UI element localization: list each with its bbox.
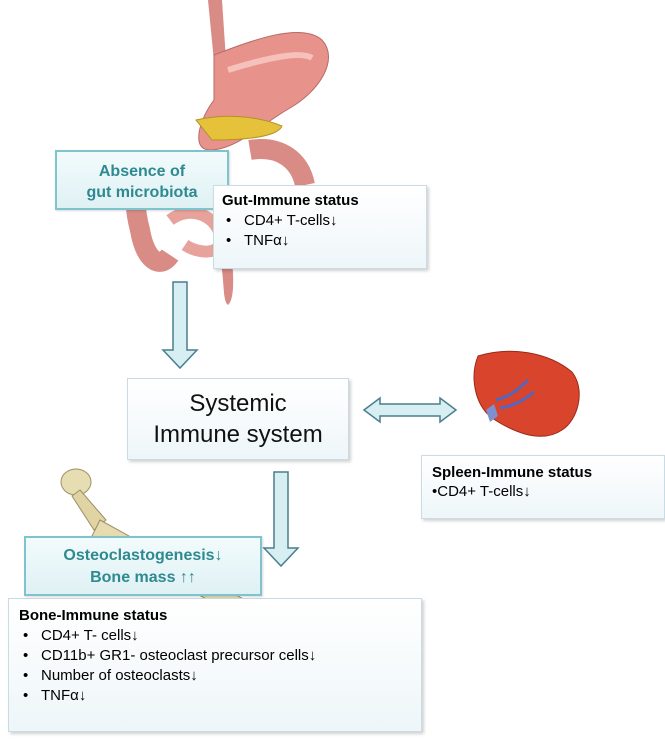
gut-immune-status-title: Gut-Immune status — [222, 192, 359, 209]
gut-microbiota-line2: gut microbiota — [86, 184, 198, 201]
list-item: CD4+ T-cells↓ — [222, 211, 418, 231]
gut-immune-status-list: CD4+ T-cells↓ TNFα↓ — [222, 211, 418, 251]
bone-mass-text: Bone mass ↑↑ — [90, 569, 196, 586]
list-item: TNFα↓ — [19, 686, 411, 706]
bone-immune-status-title: Bone-Immune status — [19, 607, 168, 624]
systemic-line1: Systemic — [189, 390, 287, 417]
list-item: CD4+ T- cells↓ — [19, 626, 411, 646]
list-item: Number of osteoclasts↓ — [19, 666, 411, 686]
gut-immune-status-box: Gut-Immune status CD4+ T-cells↓ TNFα↓ — [213, 185, 427, 269]
arrow-systemic-spleen — [362, 396, 458, 424]
spleen-immune-status-title: Spleen-Immune status — [432, 464, 593, 481]
gut-microbiota-line1: Absence of — [98, 163, 186, 180]
spleen-immune-status-box: Spleen-Immune status •CD4+ T-cells↓ — [421, 455, 665, 519]
bone-immune-status-box: Bone-Immune status CD4+ T- cells↓ CD11b+… — [8, 598, 422, 732]
list-item: TNFα↓ — [222, 231, 418, 251]
gut-microbiota-box: Absence of gut microbiota — [55, 150, 229, 210]
osteoclastogenesis-text: Osteoclastogenesis↓ — [63, 547, 223, 564]
list-item: CD11b+ GR1- osteoclast precursor cells↓ — [19, 646, 411, 666]
arrow-systemic-to-bone — [262, 471, 300, 568]
systemic-immune-box: Systemic Immune system — [127, 378, 349, 460]
arrow-gut-to-systemic — [161, 281, 199, 370]
systemic-line2: Immune system — [153, 421, 323, 448]
bone-effect-box: Osteoclastogenesis↓ Bone mass ↑↑ — [24, 536, 262, 596]
spleen-immune-status-item: •CD4+ T-cells↓ — [432, 483, 531, 500]
bone-immune-status-list: CD4+ T- cells↓ CD11b+ GR1- osteoclast pr… — [19, 626, 411, 706]
